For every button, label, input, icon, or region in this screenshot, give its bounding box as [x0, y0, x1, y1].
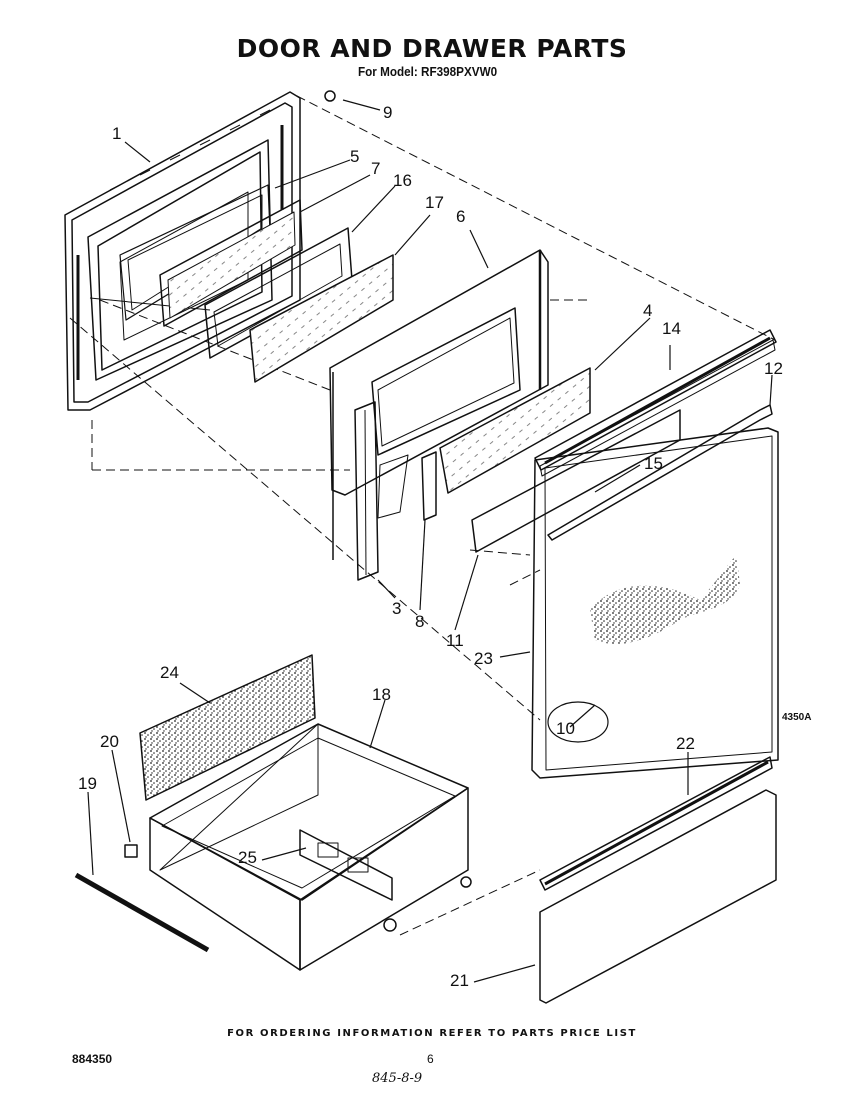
- screw: [324, 90, 336, 102]
- callout-19: 19: [78, 774, 97, 793]
- window-glass: [439, 367, 591, 494]
- ordering-note: FOR ORDERING INFORMATION REFER TO PARTS …: [227, 1028, 637, 1039]
- callout-1: 1: [112, 124, 122, 143]
- callout-16: 16: [393, 171, 412, 190]
- document-number: 884350: [72, 1052, 113, 1066]
- door-hinge-rail: [354, 401, 379, 581]
- callout-17: 17: [425, 193, 444, 212]
- callout-7: 7: [371, 159, 381, 178]
- bracket: [421, 451, 437, 521]
- callout-21: 21: [450, 971, 469, 990]
- outer-door-panel: [531, 427, 779, 779]
- drawer-rail: [74, 872, 210, 953]
- drawer-body: [149, 723, 472, 971]
- callout-3: 3: [392, 599, 402, 618]
- outer-glass: [249, 254, 394, 383]
- callout-12: 12: [764, 359, 783, 378]
- callout-15: 15: [644, 454, 663, 473]
- door-handle: [547, 404, 773, 541]
- callout-25: 25: [238, 848, 257, 867]
- callout-8: 8: [415, 612, 425, 631]
- page-title: DOOR AND DRAWER PARTS: [236, 34, 628, 63]
- diagram-code: 4350A: [782, 712, 812, 723]
- callout-11: 11: [446, 631, 464, 650]
- callout-20: 20: [100, 732, 119, 751]
- callout-9: 9: [383, 103, 393, 122]
- drawer-front: [539, 789, 777, 1004]
- callout-4: 4: [643, 301, 653, 320]
- callout-14: 14: [662, 319, 681, 338]
- drawer-stop: [124, 844, 138, 858]
- callout-10: 10: [556, 719, 575, 738]
- callout-6: 6: [456, 207, 466, 226]
- drawer-bracket: [299, 829, 393, 901]
- callout-18: 18: [372, 685, 391, 704]
- model-subtitle: For Model: RF398PXVW0: [358, 64, 498, 79]
- callout-5: 5: [350, 147, 360, 166]
- insulation-pad: [139, 654, 316, 801]
- drawer-trim: [539, 756, 773, 891]
- handwritten-note: 845-8-9: [372, 1071, 423, 1086]
- callout-leaders: [87, 99, 773, 983]
- callout-23: 23: [474, 649, 493, 668]
- page-number: 6: [427, 1052, 434, 1066]
- vent-trim: [534, 329, 777, 477]
- callout-22: 22: [676, 734, 695, 753]
- callout-24: 24: [160, 663, 179, 682]
- glass-pack: [159, 199, 353, 359]
